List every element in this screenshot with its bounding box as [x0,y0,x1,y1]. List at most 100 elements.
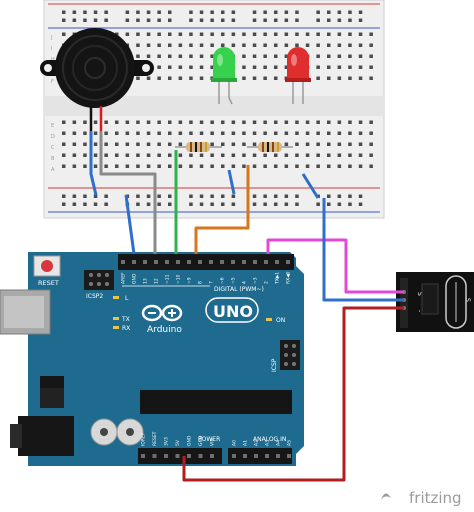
header-pin [292,362,296,366]
breadboard-hole [242,142,246,146]
breadboard-hole [284,18,289,22]
breadboard-hole [210,164,214,168]
breadboard-hole [316,43,320,47]
breadboard-hole [72,142,77,146]
row-letter: J [50,35,52,41]
header-pin-label: RX◀0 [286,271,292,284]
breadboard-hole [210,65,214,69]
breadboard-hole [199,43,204,47]
breadboard-hole [72,10,77,14]
header-pin [253,260,257,264]
breadboard-hole [358,142,363,146]
breadboard-hole [358,131,363,135]
breadboard-hole [295,131,299,135]
breadboard-hole [284,202,289,206]
breadboard-hole [83,131,87,135]
row-letter: E [51,123,54,129]
breadboard-hole [337,194,342,198]
breadboard-hole [157,142,161,146]
header-pin [276,454,280,458]
breadboard-hole [189,54,193,58]
power-jack-tip [10,424,22,448]
breadboard-hole [337,65,342,69]
center-channel [44,96,384,116]
row-letter: C [51,145,55,151]
header-pin-label: GND [187,435,193,446]
breadboard-hole [242,131,246,135]
breadboard-hole [369,32,373,36]
breadboard-hole [199,194,204,198]
breadboard-hole [221,32,225,36]
breadboard-hole [327,43,331,47]
breadboard-hole [252,153,257,157]
header-pin-label: A5 [287,440,293,446]
led-green-flange [211,78,237,82]
breadboard-hole [231,142,236,146]
row-letter: I [51,46,52,52]
breadboard-hole [72,18,77,22]
breadboard-hole [337,164,342,168]
brand-label: Arduino [147,325,182,335]
buzzer-ring [84,57,106,79]
breadboard-hole [295,194,299,198]
breadboard-hole [231,18,236,22]
breadboard-hole [146,32,151,36]
breadboard-hole [316,76,320,80]
breadboard-hole [231,164,236,168]
breadboard-hole [168,164,172,168]
breadboard-hole [221,10,225,14]
breadboard-hole [189,120,193,124]
wire-magenta [266,238,404,294]
breadboard-hole [252,202,257,206]
breadboard-hole [157,65,161,69]
breadboard-hole [337,120,342,124]
reset-button-cap[interactable] [41,260,53,272]
header-pin [265,454,269,458]
header-pin-label: 5V [175,439,181,446]
breadboard-hole [199,202,204,206]
breadboard-hole [252,32,257,36]
breadboard-hole [189,202,193,206]
breadboard-hole [83,18,87,22]
breadboard-hole [327,164,331,168]
buzzer-ring [72,45,118,91]
breadboard-hole [104,142,108,146]
breadboard-hole [316,202,320,206]
breadboard-hole [62,120,66,124]
row-letter: F [51,79,54,85]
breadboard-hole [157,131,161,135]
breadboard-hole [284,10,289,14]
breadboard-hole [358,202,363,206]
breadboard-hole [337,153,342,157]
header-pin [275,260,279,264]
breadboard-hole [136,153,140,157]
breadboard-hole [62,164,66,168]
breadboard-hole [263,76,267,80]
header-pin-label: ~5 [231,277,237,284]
breadboard-hole [348,10,352,14]
analog-header-pins [232,454,291,458]
breadboard-hole [199,120,204,124]
breadboard-hole [168,194,172,198]
power-header [138,448,222,464]
breadboard-hole [263,120,267,124]
reset-label: RESET [38,279,59,287]
header-pin [292,353,296,357]
header-pin [210,454,214,458]
breadboard-hole [316,153,320,157]
breadboard-hole [210,194,214,198]
breadboard-hole [316,142,320,146]
breadboard-hole [263,153,267,157]
breadboard-hole [274,10,278,14]
breadboard-hole [369,54,373,58]
header-pin [242,260,246,264]
breadboard-hole [305,153,310,157]
breadboard-hole [93,142,98,146]
breadboard-hole [199,76,204,80]
breadboard-hole [358,76,363,80]
breadboard-hole [136,54,140,58]
breadboard-hole [348,120,352,124]
